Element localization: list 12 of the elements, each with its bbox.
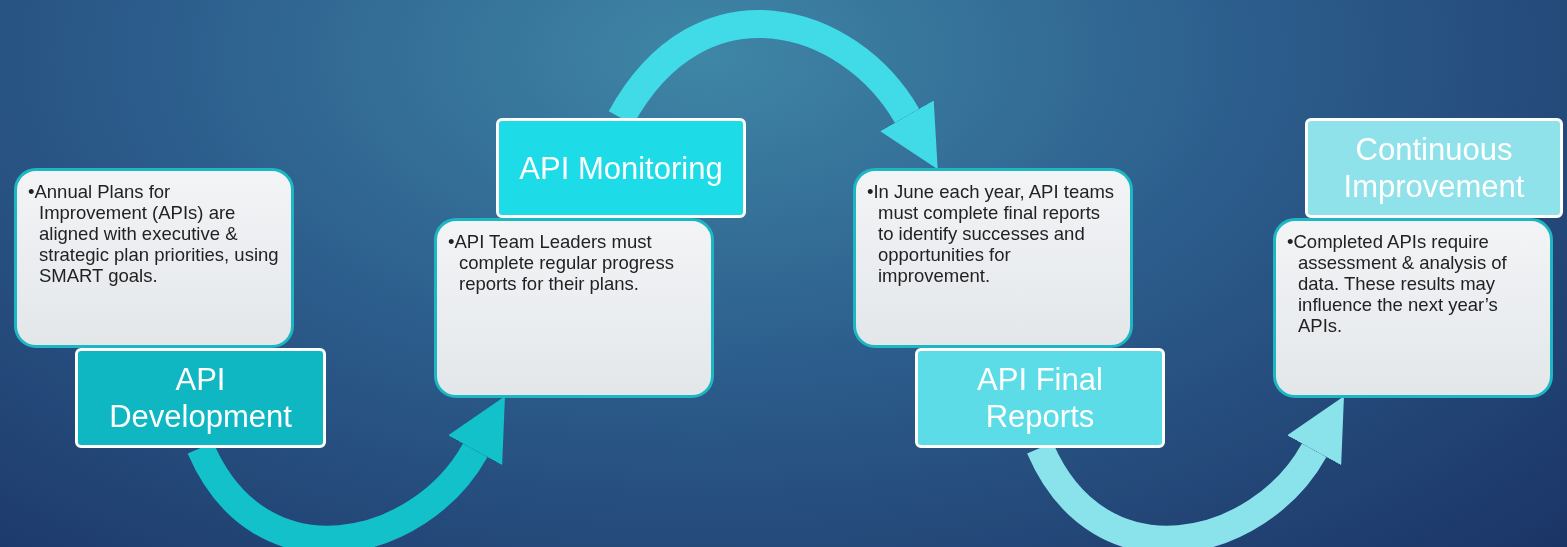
content-card xyxy=(853,168,1133,348)
bullet-text: •Annual Plans for Improvement (APIs) are aligned with executive & strategic plan priorities, using SMART goals. xyxy=(27,181,280,286)
content-card xyxy=(434,218,714,398)
step-title-box: API Final Reports xyxy=(915,348,1165,448)
content-card xyxy=(1273,218,1553,398)
bullet-text: •API Team Leaders must complete regular progress reports for their plans. xyxy=(447,231,675,294)
bullet-text: •In June each year, API teams must complete final reports to identify successes and opportunities for improvement. xyxy=(866,181,1116,286)
bullet-text: •Completed APIs require assessment & analysis of data. These results may influence the next year’s APIs. xyxy=(1286,231,1508,336)
step-title-box: Continuous Improvement xyxy=(1305,118,1563,218)
content-card xyxy=(14,168,294,348)
step-title-box: API Monitoring xyxy=(496,118,746,218)
step-title-box: API Development xyxy=(75,348,326,448)
